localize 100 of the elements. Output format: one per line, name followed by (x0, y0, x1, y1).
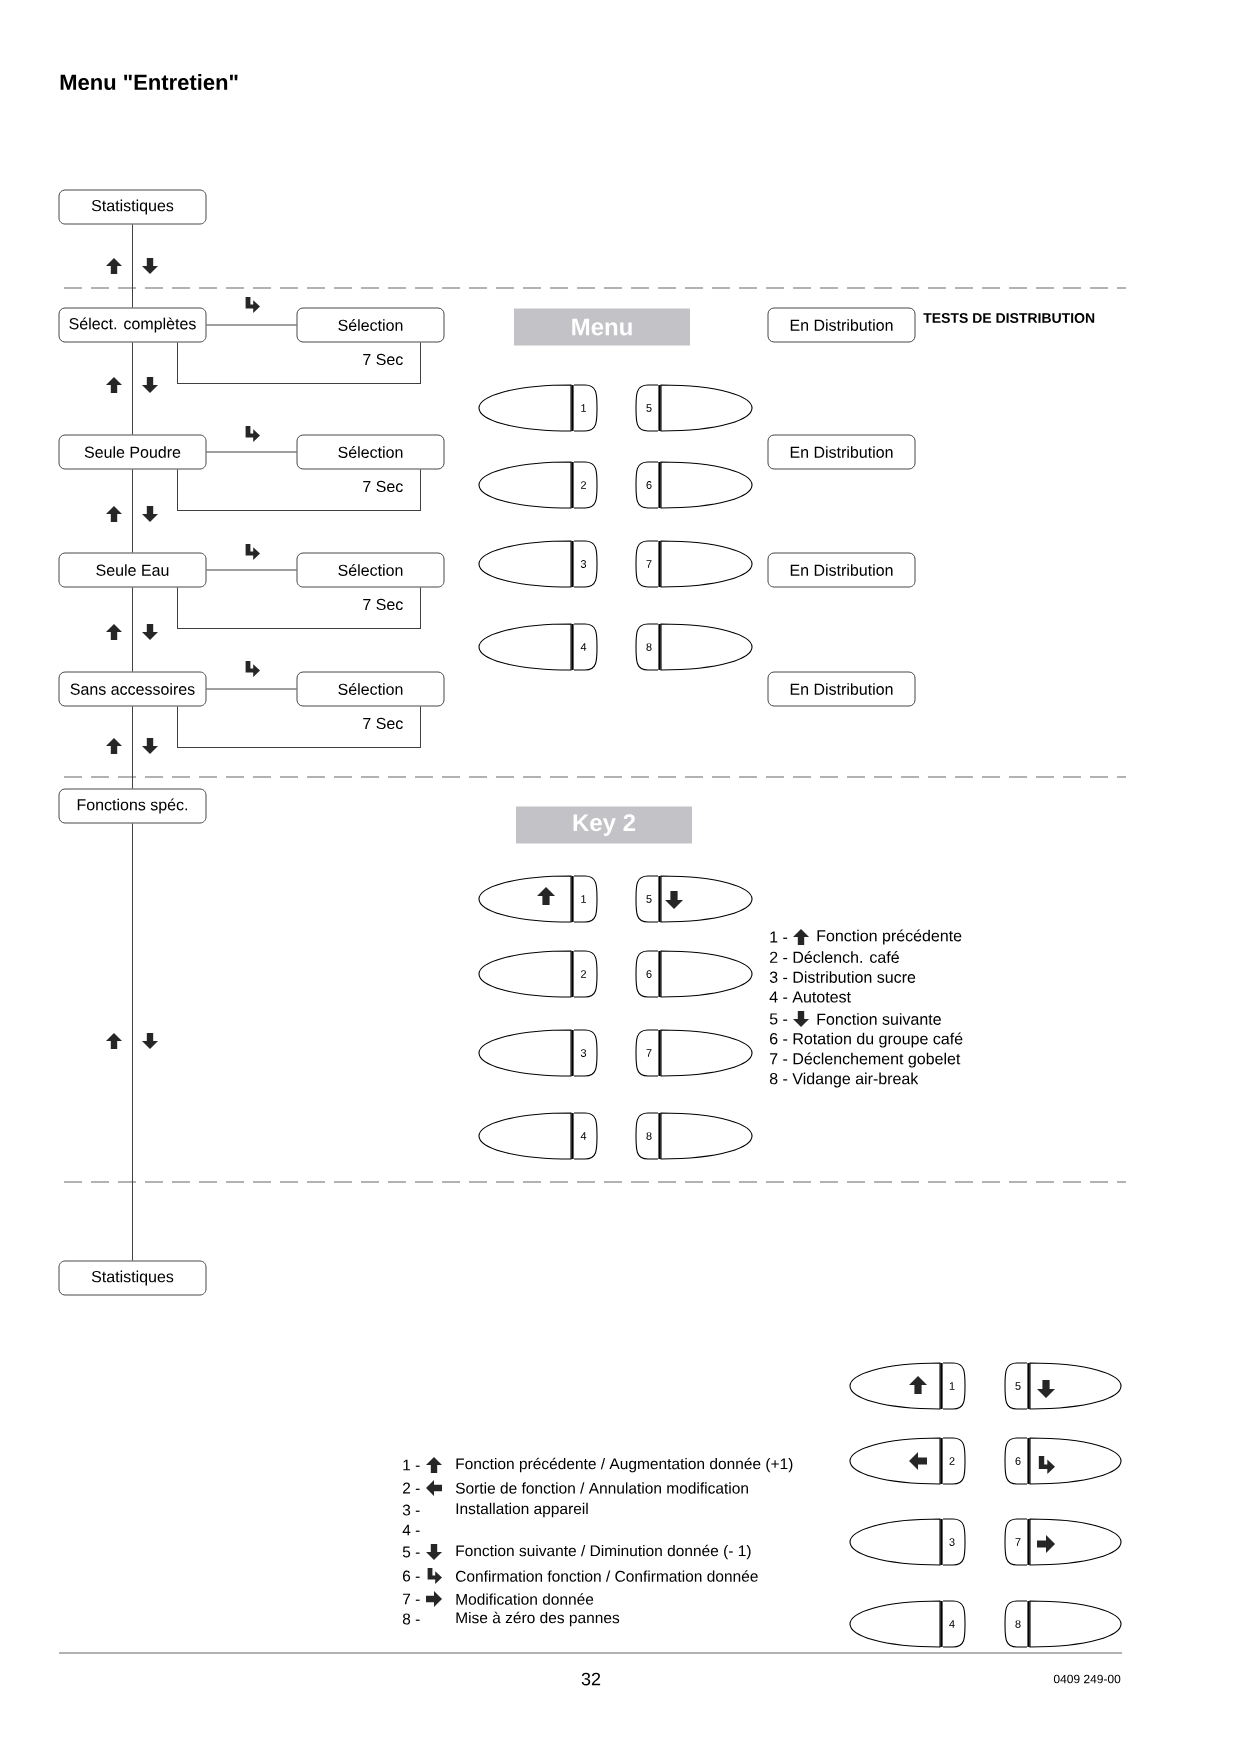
edge-label: 7 Sec (361, 352, 405, 367)
menu-box: Statistiques (58, 189, 207, 225)
node-label: 8 (646, 643, 652, 651)
keypad-key: 6 (635, 950, 753, 998)
keypad-key: 7 (1004, 1518, 1122, 1566)
legend-text: 2 - Déclench. café (770, 951, 899, 963)
legend-text: 3 - Distribution sucre (769, 971, 916, 983)
connector-line (132, 705, 133, 790)
menu-box: Seule Eau (58, 552, 207, 588)
connector-line (205, 569, 298, 571)
keypad-key: 2 (478, 950, 598, 998)
keypad-key: 4 (478, 623, 598, 671)
keypad-key: 8 (1004, 1600, 1122, 1648)
legend-text: 4 - (402, 1524, 420, 1536)
legend-text: 4 - Autotest (769, 991, 851, 1003)
keypad-key: 2 (478, 461, 598, 509)
menu-box: Sélection (296, 307, 445, 343)
node-label: 2 (581, 481, 587, 489)
legend-text: Fonction suivante / Diminution donnée (- 1) (456, 1544, 751, 1560)
node-label: 4 (580, 1132, 587, 1140)
legend-text: Mise à zéro des pannes (456, 1611, 620, 1627)
node-label: 6 (646, 970, 652, 978)
connector-line (205, 451, 298, 453)
document-code: 0409 249-00 (1053, 1674, 1121, 1684)
node-label: 5 (646, 404, 652, 412)
menu-box: Sélect. complètes (58, 307, 207, 343)
connector-line (132, 341, 133, 436)
menu-box: Sélection (296, 434, 445, 470)
heading-band: Menu (514, 308, 690, 346)
status-box: En Distribution (767, 434, 916, 470)
keypad-key: 4 (478, 1112, 598, 1160)
node-label: 3 (949, 1538, 955, 1546)
connector-line (132, 822, 133, 1262)
keypad-key: 2 (849, 1437, 966, 1485)
node-label: 3 (580, 1049, 587, 1057)
node-label: 4 (949, 1620, 955, 1628)
connector-line (177, 341, 421, 384)
keypad-key: 7 (635, 1029, 753, 1077)
node-label: 5 (646, 895, 652, 903)
connector-line (205, 688, 298, 690)
page-number: 32 (581, 1672, 601, 1686)
legend-text: 1 - (403, 1459, 420, 1471)
status-box: En Distribution (767, 552, 916, 588)
keypad-key: 5 (635, 875, 753, 923)
keypad-key: 3 (849, 1518, 966, 1566)
node-label: 8 (1015, 1620, 1021, 1628)
edge-label: 7 Sec (361, 479, 405, 494)
connector-line (205, 324, 298, 326)
node-label: 7 (646, 1049, 652, 1057)
keypad-key: 1 (478, 384, 598, 432)
connector-line (177, 586, 421, 629)
node-label: 2 (581, 970, 587, 978)
connector-line (132, 586, 133, 673)
heading-band: Key 2 (516, 806, 692, 844)
legend-text: 1 - (770, 931, 788, 943)
edge-label: 7 Sec (361, 597, 405, 612)
node-label: 1 (949, 1382, 955, 1390)
node-label: 8 (646, 1132, 652, 1140)
connector-line (132, 223, 133, 309)
status-box: En Distribution (767, 671, 916, 707)
legend-text: 7 - (403, 1593, 420, 1605)
node-label: 5 (1015, 1382, 1021, 1390)
connector-line (177, 705, 421, 748)
legend-text: Confirmation fonction / Confirmation donnée (456, 1570, 758, 1582)
legend-text: 6 - Rotation du groupe café (770, 1032, 963, 1048)
node-label: 6 (646, 481, 652, 489)
node-label: 1 (581, 404, 587, 412)
legend-text: 8 - Vidange air-break (769, 1072, 919, 1088)
node-label: 7 (1015, 1538, 1021, 1546)
legend-text: 8 - (402, 1613, 420, 1625)
legend-text: Modification donnée (456, 1593, 594, 1605)
legend-text: Fonction précédente / Augmentation donnée (+1) (456, 1457, 793, 1473)
keypad-key: 7 (635, 540, 753, 588)
menu-box: Sélection (296, 552, 445, 588)
menu-box: Fonctions spéc. (58, 788, 207, 824)
legend-text: 5 - (402, 1546, 420, 1558)
legend-text: Installation appareil (456, 1502, 588, 1518)
node-label: 4 (580, 643, 587, 651)
keypad-key: 3 (478, 1029, 598, 1077)
keypad-key: 4 (849, 1600, 966, 1648)
menu-box: Statistiques (58, 1260, 207, 1296)
keypad-key: 6 (635, 461, 753, 509)
legend-text: Fonction suivante (817, 1013, 941, 1025)
page-title: Menu "Entretien" (60, 73, 238, 91)
node-label: 6 (1015, 1457, 1021, 1465)
status-box: En Distribution (767, 307, 916, 343)
legend-text: 6 - (403, 1570, 420, 1582)
keypad-key: 1 (849, 1362, 966, 1410)
keypad-key: 6 (1004, 1437, 1122, 1485)
connector-line (177, 468, 421, 511)
connector-line (132, 468, 133, 554)
node-label: 1 (581, 895, 587, 903)
legend-text: 5 - (769, 1013, 788, 1025)
keypad-key: 3 (478, 540, 598, 588)
node-label: 2 (949, 1457, 955, 1465)
keypad-key: 5 (635, 384, 753, 432)
node-label: 7 (646, 560, 652, 568)
keypad-key: 8 (635, 1112, 753, 1160)
keypad-key: 1 (478, 875, 598, 923)
legend-text: 7 - Déclenchement gobelet (770, 1052, 961, 1068)
